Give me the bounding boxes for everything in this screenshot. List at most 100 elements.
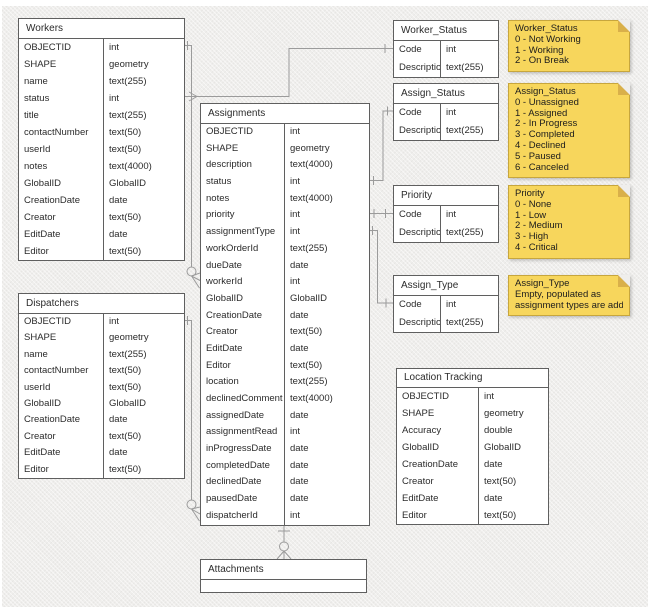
- field-type: date: [290, 443, 309, 455]
- field-name: OBJECTID: [201, 124, 285, 141]
- field-name: Code: [394, 296, 441, 314]
- table-title: Workers: [19, 19, 184, 39]
- note-line: 2 - On Break: [515, 56, 569, 67]
- field-name: userId: [19, 379, 104, 396]
- field-type: date: [290, 476, 309, 488]
- table-fields: CodeintDescriptiontext(255): [394, 41, 498, 77]
- note-title: Worker_Status: [515, 24, 578, 34]
- field-name: status: [19, 90, 104, 107]
- field-row: OBJECTID int: [397, 388, 548, 405]
- field-type: int: [290, 509, 301, 521]
- field-name: Code: [394, 104, 441, 122]
- note-line: 3 - Completed: [515, 130, 575, 141]
- field-row: Descriptiontext(255): [394, 59, 498, 77]
- note-line: 2 - Medium: [515, 221, 563, 232]
- field-type: text(50): [290, 326, 323, 338]
- field-name: SHAPE: [201, 140, 285, 158]
- field-type: text(50): [109, 463, 142, 475]
- field-type: date: [109, 447, 128, 459]
- field-name: CreationDate: [19, 192, 104, 209]
- note-line: 3 - High: [515, 232, 549, 243]
- field-name: Editor: [201, 357, 285, 375]
- field-type: date: [109, 229, 128, 240]
- field-name: completedDate: [201, 457, 285, 475]
- entity-table-worker-status: Worker_Status CodeintDescriptiontext(255…: [393, 20, 499, 78]
- field-row: contactNumber text(50): [19, 363, 184, 380]
- note-line: 6 - Canceled: [515, 162, 569, 173]
- field-type: double: [484, 425, 513, 436]
- field-row: Descriptiontext(255): [394, 314, 498, 332]
- field-type: GlobalID: [109, 397, 146, 409]
- field-name: Editor: [19, 461, 104, 478]
- field-name: SHAPE: [19, 56, 104, 73]
- field-name: Creator: [201, 324, 285, 341]
- note-title: Priority: [515, 189, 545, 199]
- field-name: title: [19, 107, 104, 124]
- note-line: 5 - Paused: [515, 151, 561, 162]
- field-row: Editor text(50): [19, 461, 184, 478]
- field-name: Editor: [397, 507, 479, 524]
- field-type: text(50): [290, 359, 323, 371]
- entity-table-priority: Priority CodeintDescriptiontext(255): [393, 185, 499, 243]
- field-name: Creator: [19, 209, 104, 226]
- field-type: text(255): [446, 317, 484, 328]
- field-row: Descriptiontext(255): [394, 122, 498, 140]
- table-title: Attachments: [201, 560, 366, 580]
- entity-table-attachments: Attachments: [200, 559, 367, 593]
- field-name: GlobalID: [19, 175, 104, 192]
- field-type: int: [290, 126, 301, 137]
- field-type: int: [484, 391, 495, 402]
- field-type: int: [446, 299, 457, 310]
- field-name: location: [201, 374, 285, 391]
- field-name: contactNumber: [19, 363, 104, 380]
- field-type: text(50): [109, 127, 142, 138]
- field-type: geometry: [484, 408, 524, 419]
- field-type: text(255): [446, 62, 484, 73]
- field-type: text(255): [290, 242, 328, 254]
- note-line: 1 - Working: [515, 45, 564, 56]
- note-line: 4 - Critical: [515, 242, 558, 253]
- field-name: assignmentRead: [201, 424, 285, 442]
- field-name: priority: [201, 207, 285, 225]
- note-title: Assign_Type: [515, 279, 570, 289]
- field-row: GlobalID GlobalID: [19, 395, 184, 413]
- field-name: OBJECTID: [19, 314, 104, 331]
- field-name: GlobalID: [19, 395, 104, 413]
- field-name: Accuracy: [397, 422, 479, 439]
- field-name: OBJECTID: [397, 388, 479, 405]
- field-name: Code: [394, 41, 441, 59]
- field-name: EditDate: [397, 490, 479, 507]
- field-type: int: [290, 209, 301, 221]
- field-name: declinedComment: [201, 391, 285, 408]
- field-type: text(50): [109, 365, 142, 377]
